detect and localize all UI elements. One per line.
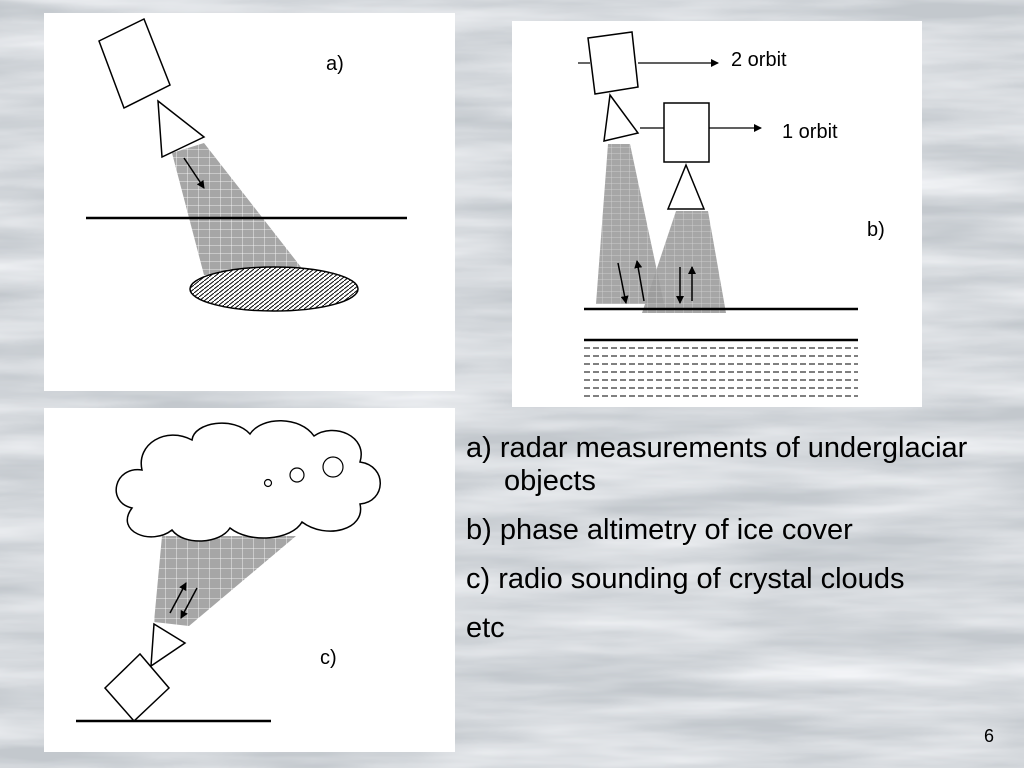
caption-c: c) radio sounding of crystal clouds bbox=[466, 563, 905, 595]
panel-b-label: b) bbox=[867, 219, 885, 241]
radar-beam bbox=[154, 536, 296, 626]
radar-beam bbox=[172, 143, 304, 275]
orbit-1-label: 1 orbit bbox=[782, 121, 838, 143]
satellite-orbit-1 bbox=[640, 102, 710, 210]
caption-etc: etc bbox=[466, 612, 505, 644]
diagram-phase-altimetry: 2 orbit 1 orbit b) bbox=[512, 21, 922, 407]
beam-orbit-1 bbox=[642, 211, 726, 313]
caption-list: a) radar measurements of underglaciar ob… bbox=[466, 432, 1006, 661]
signal-arrows bbox=[617, 260, 696, 304]
cloud bbox=[115, 420, 381, 542]
slide-number: 6 bbox=[984, 726, 995, 746]
orbit-2-label: 2 orbit bbox=[731, 49, 787, 71]
signal-arrows bbox=[169, 582, 198, 619]
satellite-body bbox=[98, 17, 171, 110]
signal-arrow bbox=[183, 157, 205, 189]
beam-orbit-2 bbox=[596, 144, 664, 304]
antenna-triangle bbox=[150, 622, 187, 668]
panel-a-label: a) bbox=[326, 53, 344, 75]
satellite-orbit-2 bbox=[578, 31, 640, 142]
diagram-crystal-clouds: c) bbox=[44, 408, 455, 752]
diagram-radar-underglacial: a) bbox=[44, 13, 455, 391]
satellite-body bbox=[103, 652, 171, 723]
panel-c-label: c) bbox=[320, 647, 337, 669]
caption-b: b) phase altimetry of ice cover bbox=[466, 514, 853, 546]
caption-a: a) radar measurements of underglaciar ob… bbox=[466, 432, 968, 497]
underglacial-object bbox=[189, 266, 359, 312]
antenna-triangle bbox=[157, 99, 206, 159]
ice-cover-layers bbox=[584, 338, 858, 397]
